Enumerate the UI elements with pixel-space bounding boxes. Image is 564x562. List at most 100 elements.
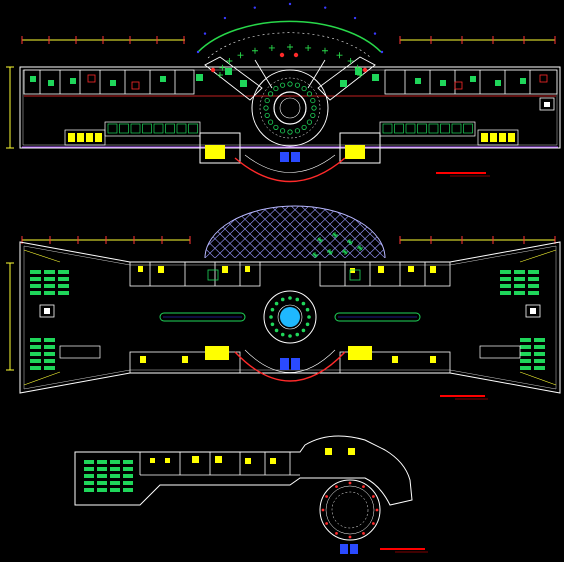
desk-row — [528, 277, 539, 281]
cubicle — [165, 123, 175, 134]
desk-row — [534, 366, 545, 370]
column-marker — [454, 81, 463, 90]
library-shelves — [84, 460, 133, 492]
cubicle — [142, 123, 152, 134]
planter — [294, 82, 301, 88]
cubicle — [153, 123, 164, 134]
desk-row — [30, 277, 41, 281]
furniture-block — [495, 80, 501, 86]
wing-furniture — [225, 68, 232, 75]
drawing-title-marker — [380, 548, 428, 553]
plant — [347, 239, 353, 245]
south-room-strip — [129, 351, 451, 374]
desk-row — [520, 345, 531, 349]
grid-point — [373, 32, 377, 35]
tree-marker — [217, 72, 223, 78]
planter — [273, 124, 279, 131]
planter — [279, 128, 286, 134]
column — [293, 52, 299, 58]
planter — [279, 82, 286, 88]
planter — [295, 297, 300, 302]
plant — [332, 232, 338, 238]
entrance-arc — [234, 157, 346, 183]
plant — [357, 245, 363, 251]
desk — [490, 133, 497, 142]
desk-row — [528, 270, 539, 274]
entrance-arc-inner — [244, 349, 336, 373]
furniture-block — [160, 76, 166, 82]
desk-row — [500, 291, 511, 295]
desk-row — [520, 359, 531, 363]
tree-marker — [226, 58, 233, 64]
cubicle — [440, 123, 450, 134]
desk-row — [44, 277, 55, 281]
tree-marker — [237, 52, 244, 59]
shelf — [84, 467, 94, 471]
planter — [263, 105, 269, 111]
office-cubicles — [68, 123, 515, 142]
furniture-block — [470, 76, 476, 82]
planter — [305, 322, 310, 327]
cubicle — [417, 123, 427, 134]
desk-row — [520, 352, 531, 356]
classroom-desks — [30, 269, 545, 370]
column-marker — [539, 74, 548, 83]
desk — [95, 133, 102, 142]
dome-arc-inner — [207, 32, 372, 59]
east-hall — [479, 304, 541, 359]
wing-details — [196, 52, 379, 87]
south-lobby-blocks — [140, 346, 436, 363]
dome-tree-row — [196, 2, 384, 78]
column — [335, 531, 338, 535]
planter — [264, 112, 270, 119]
cubicle — [130, 123, 141, 134]
grid-point — [196, 50, 200, 54]
planter — [273, 85, 279, 92]
desk-row — [58, 291, 69, 295]
cubicle — [107, 123, 118, 134]
shelf — [97, 474, 107, 478]
column — [371, 522, 375, 525]
planter — [264, 97, 270, 104]
wing-furniture — [240, 80, 247, 87]
desk-row — [30, 338, 41, 342]
dome-arc — [197, 20, 382, 53]
furniture-block — [48, 80, 54, 86]
dimension-line-left — [6, 262, 14, 371]
partial-upper-floor-plan — [74, 435, 428, 554]
wing-furniture — [372, 74, 379, 81]
dimension-ticks — [21, 36, 556, 44]
column — [371, 495, 375, 498]
furniture-block — [440, 80, 446, 86]
grid-point — [288, 2, 292, 6]
planter — [301, 124, 307, 131]
yellow-fixtures — [138, 266, 436, 273]
drawing-title-marker — [440, 395, 488, 400]
planter — [280, 332, 285, 337]
wing-furniture — [340, 80, 347, 87]
west-hall — [39, 304, 101, 359]
grid-point — [223, 16, 227, 20]
column — [279, 52, 285, 58]
desk-row — [500, 270, 511, 274]
tree-marker — [354, 64, 361, 71]
planter — [287, 81, 293, 87]
planter — [267, 119, 274, 125]
planter — [306, 119, 313, 125]
planter — [267, 91, 274, 97]
desk-row — [528, 284, 539, 288]
planter — [274, 328, 279, 333]
column — [321, 508, 325, 512]
cubicle — [463, 123, 473, 134]
tree-marker — [287, 44, 293, 50]
desk-row — [514, 284, 525, 288]
desk-row — [520, 338, 531, 342]
desk-row — [30, 270, 41, 274]
corridor-skylights — [159, 312, 421, 322]
desk-row — [44, 366, 55, 370]
column — [348, 535, 352, 539]
plant — [327, 249, 333, 255]
desk-row — [58, 277, 69, 281]
tree-marker — [268, 44, 275, 51]
planter — [280, 297, 285, 302]
